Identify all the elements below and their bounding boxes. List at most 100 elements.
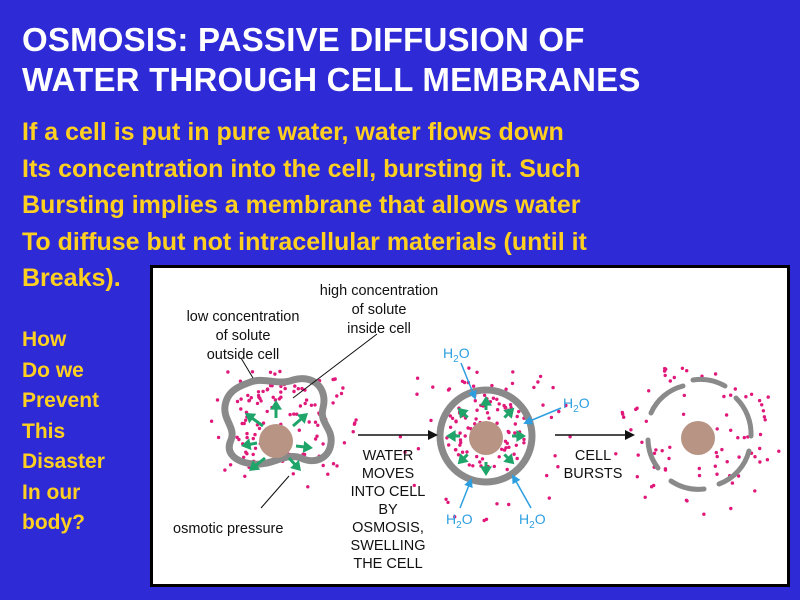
solute-dot	[341, 386, 345, 390]
solute-dot	[508, 403, 513, 407]
solute-dot	[763, 418, 767, 422]
solute-dot	[507, 502, 511, 507]
label-high-line-2: of solute	[352, 302, 407, 318]
solute-dot	[553, 454, 557, 458]
solute-dot	[536, 380, 540, 384]
body-line-3: Bursting implies a membrane that allows …	[22, 191, 581, 219]
solute-dot	[482, 393, 487, 397]
solute-dot	[517, 409, 521, 414]
water-arrow-head	[290, 459, 301, 471]
solute-dot	[251, 436, 255, 441]
solute-dot	[268, 370, 273, 374]
solute-dot	[713, 372, 718, 376]
solute-dot	[714, 450, 718, 455]
solute-dot	[216, 435, 221, 440]
cell-membrane-swollen	[436, 386, 536, 486]
solute-dot	[765, 458, 770, 462]
solute-dot	[331, 401, 335, 405]
step1-line-3: INTO CELL	[351, 484, 426, 500]
solute-dot	[446, 500, 450, 505]
solute-dot	[668, 379, 672, 383]
solute-dot	[466, 426, 470, 430]
solute-dot	[511, 370, 515, 374]
solute-dot	[245, 452, 249, 456]
water-arrow-head	[503, 453, 515, 465]
title-line-1: OSMOSIS: PASSIVE DIFFUSION OF	[22, 21, 585, 58]
solute-dot	[654, 448, 658, 452]
solute-dot	[453, 515, 457, 519]
solute-dot	[456, 453, 461, 457]
question-line-2: Do we	[22, 358, 84, 382]
step1-line-4: BY	[378, 502, 398, 518]
solute-dot	[298, 404, 303, 408]
solute-dot	[259, 399, 263, 403]
solute-dot	[724, 413, 729, 417]
solute-dot	[495, 502, 499, 506]
solute-dot	[313, 437, 318, 441]
solute-dot	[510, 381, 515, 386]
solute-dot	[463, 434, 467, 438]
solute-dot	[255, 401, 260, 406]
question-text: How Do we Prevent This Disaster In our b…	[22, 325, 105, 539]
solute-dot	[265, 388, 269, 392]
solute-dot	[742, 435, 746, 440]
solute-dot	[460, 450, 465, 454]
h2o-top-sub: 2	[453, 354, 459, 365]
solute-dot	[713, 464, 717, 468]
step1-line-1: WATER	[363, 448, 414, 464]
solute-dot	[292, 389, 296, 394]
solute-dot	[729, 428, 733, 432]
h2o-bl-sub: 2	[456, 520, 462, 531]
solute-dot	[497, 402, 501, 406]
solute-dot	[475, 408, 479, 412]
solute-dot	[321, 442, 325, 446]
water-arrow-head	[503, 407, 515, 419]
solute-dot	[465, 450, 469, 454]
solute-dot	[313, 420, 318, 424]
solute-dot	[652, 451, 657, 455]
nucleus-swollen	[469, 421, 503, 455]
solute-dot	[416, 447, 421, 451]
solute-dot	[306, 485, 310, 489]
solute-dot	[458, 443, 462, 447]
solute-dot	[475, 370, 479, 374]
solute-dot	[662, 369, 667, 373]
water-arrow-head	[480, 396, 492, 406]
solute-dot	[495, 397, 499, 401]
solute-dot	[354, 418, 358, 422]
h2o-bl-h: H	[446, 511, 456, 527]
body-line-4: To diffuse but not intracellular materia…	[22, 227, 587, 256]
solute-dot	[249, 396, 253, 400]
water-arrow-head	[296, 413, 308, 424]
solute-dot	[758, 446, 762, 451]
solute-dot	[242, 455, 246, 459]
solute-dot	[647, 389, 651, 393]
solute-dot	[492, 464, 496, 469]
solute-dot	[245, 431, 249, 436]
question-line-1: How	[22, 328, 67, 351]
solute-dot	[715, 454, 719, 459]
question-line-4: This	[22, 419, 66, 443]
solute-dot	[321, 463, 325, 468]
solute-dot	[660, 449, 664, 453]
solute-dot	[431, 385, 435, 389]
label-step-2: CELL BURSTS	[564, 448, 623, 482]
solute-dot	[663, 366, 667, 371]
solute-dot	[643, 495, 647, 499]
solute-dot	[300, 386, 304, 391]
solute-dot	[352, 422, 357, 426]
solute-dot	[507, 430, 511, 435]
solute-dot	[454, 448, 458, 452]
solute-dot	[684, 498, 689, 502]
solute-dot	[239, 397, 243, 401]
solute-dot	[474, 417, 478, 421]
label-osmotic-pressure: osmotic pressure	[173, 521, 283, 537]
question-line-7: body?	[22, 511, 85, 534]
solute-dot	[293, 384, 297, 388]
solute-dot	[253, 432, 257, 437]
solute-dot	[490, 383, 494, 388]
solute-dot	[247, 398, 252, 403]
title-line-2: WATER THROUGH CELL MEMBRANES	[22, 61, 641, 98]
solute-dot	[273, 372, 277, 376]
solute-dot	[715, 472, 719, 476]
